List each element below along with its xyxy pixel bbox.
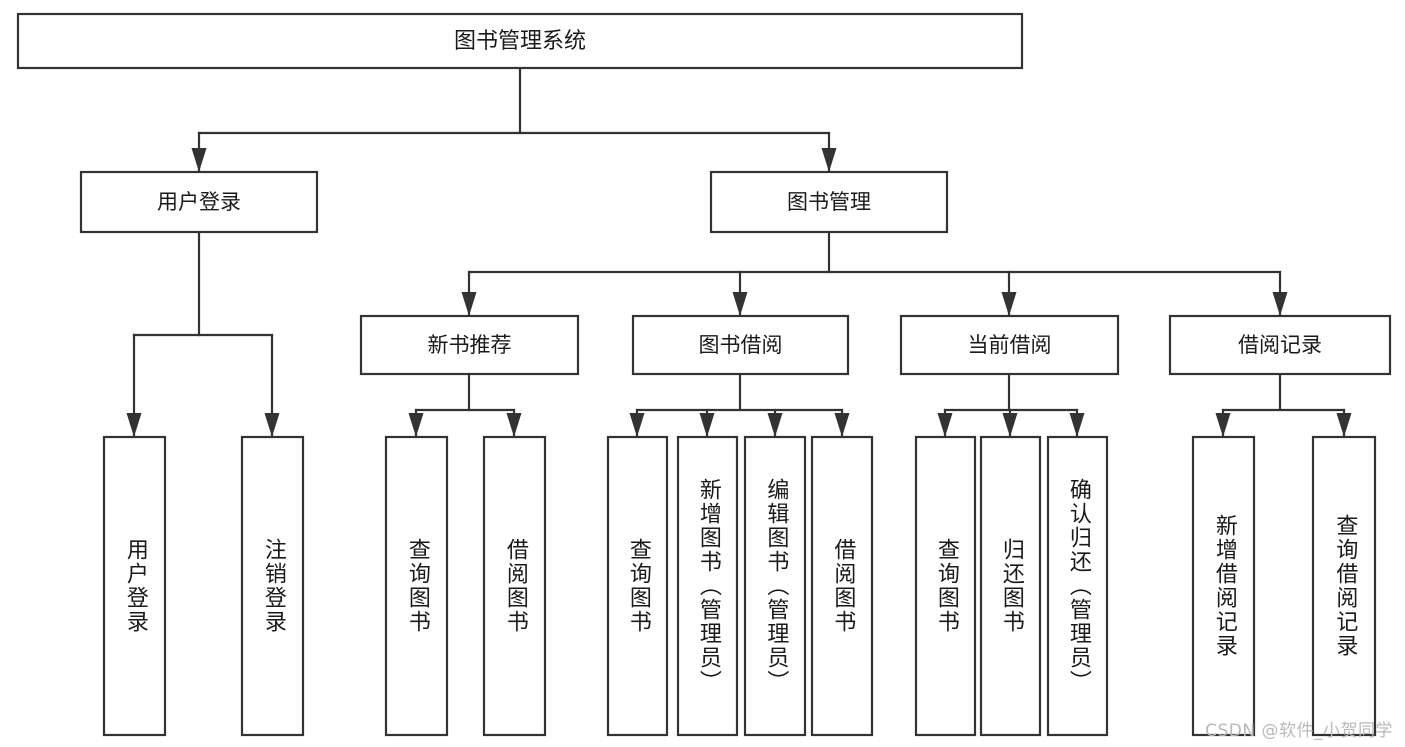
node-leaf-query-book-3-box[interactable] bbox=[914, 435, 977, 737]
arrow-head-icon bbox=[1215, 413, 1231, 437]
arrow-head-icon bbox=[1001, 292, 1017, 316]
root-node-box[interactable] bbox=[16, 12, 1024, 70]
root-node-label: 图书管理系统 bbox=[454, 29, 586, 54]
node-leaf-query-record-box[interactable] bbox=[1311, 435, 1377, 737]
arrow-head-icon bbox=[264, 413, 280, 437]
node-user-login-label: 用户登录 bbox=[157, 190, 241, 214]
node-book-borrow-label: 图书借阅 bbox=[699, 333, 783, 357]
node-leaf-query-book-2-box[interactable] bbox=[606, 435, 669, 737]
arrow-head-icon bbox=[732, 292, 748, 316]
arrow-head-icon bbox=[699, 413, 715, 437]
arrow-head-icon bbox=[506, 413, 522, 437]
arrow-head-icon bbox=[408, 413, 424, 437]
node-leaf-add-book-box[interactable] bbox=[676, 435, 739, 737]
node-book-manage-label: 图书管理 bbox=[787, 190, 871, 214]
arrow-head-icon bbox=[937, 413, 953, 437]
arrow-head-icon bbox=[629, 413, 645, 437]
node-leaf-logout-box[interactable] bbox=[240, 435, 305, 737]
arrow-head-icon bbox=[1002, 413, 1018, 437]
arrow-head-icon bbox=[1272, 292, 1288, 316]
arrow-head-icon bbox=[834, 413, 850, 437]
node-leaf-borrow-book-1-box[interactable] bbox=[482, 435, 547, 737]
arrow-head-icon bbox=[126, 413, 142, 437]
arrow-head-icon bbox=[1069, 413, 1085, 437]
arrow-head-icon bbox=[1336, 413, 1352, 437]
arrow-head-icon bbox=[191, 148, 207, 172]
node-book-manage-box[interactable] bbox=[709, 170, 949, 234]
node-book-borrow-box[interactable] bbox=[631, 314, 850, 376]
node-new-book-recommend-label: 新书推荐 bbox=[428, 333, 512, 357]
connectors-layer bbox=[126, 66, 1352, 439]
node-user-login-box[interactable] bbox=[79, 170, 319, 234]
node-leaf-user-login-box[interactable] bbox=[102, 435, 167, 737]
arrow-head-icon bbox=[821, 148, 837, 172]
arrow-head-icon bbox=[767, 413, 783, 437]
node-leaf-edit-book-box[interactable] bbox=[743, 435, 807, 737]
node-borrow-record-label: 借阅记录 bbox=[1238, 333, 1322, 357]
node-new-book-recommend-box[interactable] bbox=[359, 314, 580, 376]
node-leaf-borrow-book-2-box[interactable] bbox=[810, 435, 874, 737]
node-leaf-add-record-box[interactable] bbox=[1191, 435, 1256, 737]
node-current-borrow-label: 当前借阅 bbox=[968, 333, 1052, 357]
node-leaf-return-book-box[interactable] bbox=[979, 435, 1042, 737]
node-current-borrow-box[interactable] bbox=[899, 314, 1120, 376]
node-borrow-record-box[interactable] bbox=[1168, 314, 1392, 376]
node-boxes-layer bbox=[16, 12, 1392, 737]
arrow-head-icon bbox=[461, 292, 477, 316]
node-leaf-query-book-1-box[interactable] bbox=[384, 435, 449, 737]
node-leaf-confirm-return-box[interactable] bbox=[1046, 435, 1109, 737]
